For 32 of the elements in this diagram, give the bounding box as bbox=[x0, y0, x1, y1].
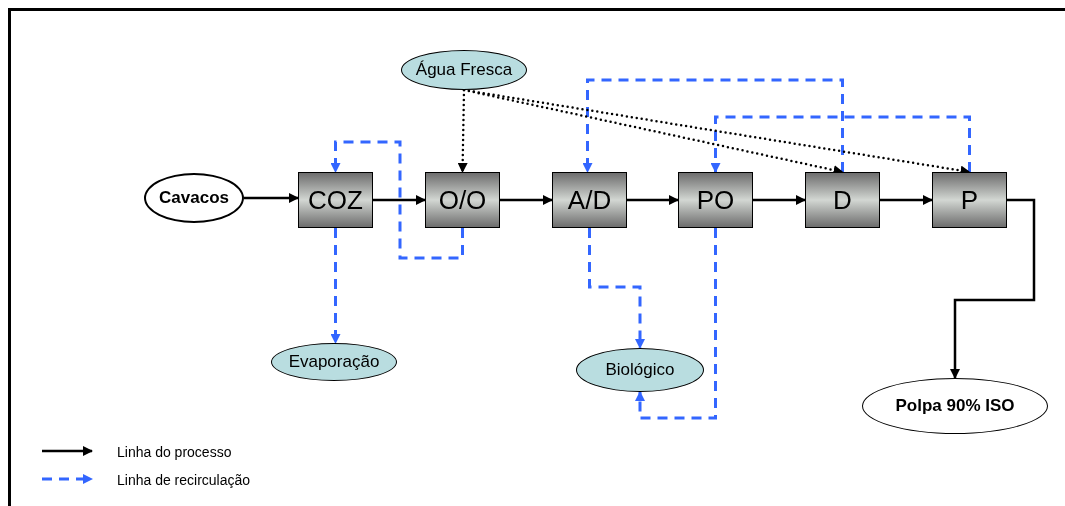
process-box bbox=[552, 172, 627, 228]
process-box bbox=[678, 172, 753, 228]
process-box bbox=[298, 172, 373, 228]
process-arrow bbox=[500, 195, 553, 205]
node-label: O/O bbox=[438, 183, 487, 217]
process-arrow bbox=[627, 195, 679, 205]
node-label: Polpa 90% ISO bbox=[895, 395, 1015, 418]
process-arrow bbox=[753, 195, 806, 205]
legend-label: Linha do processo bbox=[117, 443, 232, 462]
node-label: D bbox=[833, 183, 852, 217]
process-arrow bbox=[950, 198, 1036, 379]
process-box bbox=[932, 172, 1007, 228]
legend-label: Linha de recirculação bbox=[117, 471, 251, 490]
node-label: Cavacos bbox=[159, 187, 229, 210]
process-arrow bbox=[244, 193, 299, 203]
process-box bbox=[425, 172, 500, 228]
node-label: COZ bbox=[308, 183, 363, 217]
node-label: Biológico bbox=[605, 359, 675, 382]
process-arrow bbox=[373, 195, 426, 205]
recirculation-arrow bbox=[330, 140, 464, 260]
recirculation-arrow bbox=[330, 228, 341, 344]
recirculation-arrow bbox=[588, 228, 645, 349]
node-label: PO bbox=[696, 183, 735, 217]
process-box bbox=[805, 172, 880, 228]
process-arrow bbox=[880, 195, 933, 205]
node-label: P bbox=[960, 183, 979, 217]
node-label: A/D bbox=[567, 183, 612, 217]
recirculation-arrow bbox=[635, 228, 717, 420]
recirculation-arrow bbox=[582, 78, 844, 173]
node-label: Evaporação bbox=[288, 351, 380, 374]
node-label: Água Fresca bbox=[415, 59, 513, 82]
recirculation-arrow bbox=[710, 115, 971, 173]
